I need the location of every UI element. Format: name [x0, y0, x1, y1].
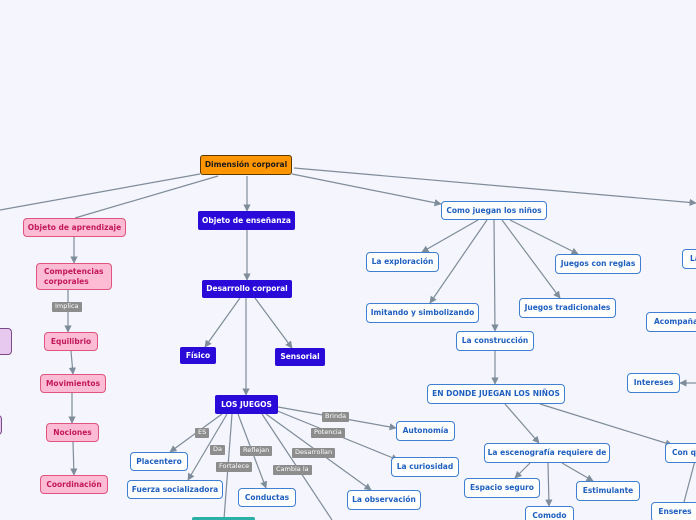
tag-fortalece: Fortalece: [216, 462, 253, 472]
connector-line: [561, 462, 594, 482]
tag-cambia-la: Cambia la: [273, 465, 312, 475]
node-juegos-tradicionales[interactable]: Juegos tradicionales: [519, 298, 616, 318]
connector-line: [74, 175, 219, 219]
node-equilibrio[interactable]: Equilibrio: [44, 332, 98, 351]
node-intereses[interactable]: Intereses: [627, 373, 680, 393]
node-bottom-partial[interactable]: [192, 517, 255, 520]
connector-line: [539, 403, 673, 447]
connector-line: [514, 462, 531, 479]
node-left-edge-partial-2[interactable]: [0, 415, 2, 435]
connector-line: [293, 167, 696, 207]
connector-line: [204, 297, 241, 348]
connector-line: [501, 219, 561, 299]
node-coordinacion[interactable]: Coordinación: [40, 475, 108, 494]
node-curiosidad[interactable]: La curiosidad: [391, 457, 459, 477]
node-la-partial[interactable]: La: [682, 249, 696, 269]
node-juegos-reglas[interactable]: Juegos con reglas: [555, 254, 641, 274]
node-enseres[interactable]: Enseres: [651, 502, 696, 520]
node-con-q[interactable]: Con q: [665, 443, 696, 463]
connector-line: [491, 219, 499, 332]
node-sensorial[interactable]: Sensorial: [275, 348, 325, 366]
connector-line: [421, 219, 479, 253]
connector-line: [68, 350, 77, 375]
tag-implica: Implica: [52, 302, 82, 312]
connector-line: [429, 219, 488, 304]
node-comodo[interactable]: Comodo: [525, 506, 574, 520]
node-objeto-ensenanza[interactable]: Objeto de enseñanza: [198, 211, 295, 230]
tag-potencia: Potencia: [311, 428, 345, 438]
node-acompana[interactable]: Acompaña: [646, 312, 696, 332]
node-construccion[interactable]: La construcción: [456, 331, 534, 351]
tag-reflejan: Reflejan: [240, 446, 273, 456]
node-como-juegan[interactable]: Como juegan los niños: [441, 201, 547, 220]
node-los-juegos[interactable]: LOS JUEGOS: [215, 395, 278, 414]
tag-da: Da: [210, 445, 225, 455]
connector-line: [545, 462, 553, 507]
node-escenografia[interactable]: La escenografía requiere de: [484, 443, 610, 463]
node-placentero[interactable]: Placentero: [130, 452, 188, 471]
node-fuerza-socializadora[interactable]: Fuerza socializadora: [127, 480, 223, 499]
node-left-edge-partial-1[interactable]: [0, 328, 12, 355]
tag-es: ES: [195, 428, 210, 438]
connector-line: [0, 173, 201, 211]
node-imitando[interactable]: Imitando y simbolizando: [366, 303, 479, 323]
node-objeto-aprendizaje[interactable]: Objeto de aprendizaje: [23, 218, 126, 237]
connector-dot: [683, 381, 687, 385]
connector-line: [70, 441, 78, 476]
node-estimulante[interactable]: Estimulante: [576, 481, 640, 501]
node-conductas[interactable]: Conductas: [238, 488, 296, 507]
tag-brinda: Brinda: [322, 412, 350, 422]
connector-line: [254, 297, 293, 349]
node-donde-juegan[interactable]: EN DONDE JUEGAN LOS NIÑOS: [427, 384, 565, 404]
node-movimientos[interactable]: Movimientos: [40, 374, 106, 393]
connector-line: [187, 413, 228, 481]
connector-line: [509, 219, 579, 255]
connector-line: [504, 403, 540, 444]
node-exploracion[interactable]: La exploración: [366, 252, 439, 272]
node-autonomia[interactable]: Autonomía: [396, 421, 455, 441]
tag-desarrollan: Desarrollan: [292, 448, 336, 458]
node-espacio-seguro[interactable]: Espacio seguro: [464, 478, 540, 498]
connector-line: [291, 173, 442, 207]
root-node-dimension-corporal[interactable]: Dimensión corporal: [200, 155, 292, 175]
node-desarrollo-corporal[interactable]: Desarrollo corporal: [202, 280, 292, 298]
node-fisico[interactable]: Físico: [180, 347, 216, 364]
node-observacion[interactable]: La observación: [347, 490, 421, 510]
node-nociones[interactable]: Nociones: [46, 423, 99, 442]
connector-line: [683, 456, 696, 503]
node-competencias-corporales[interactable]: Competencias corporales: [36, 263, 112, 290]
